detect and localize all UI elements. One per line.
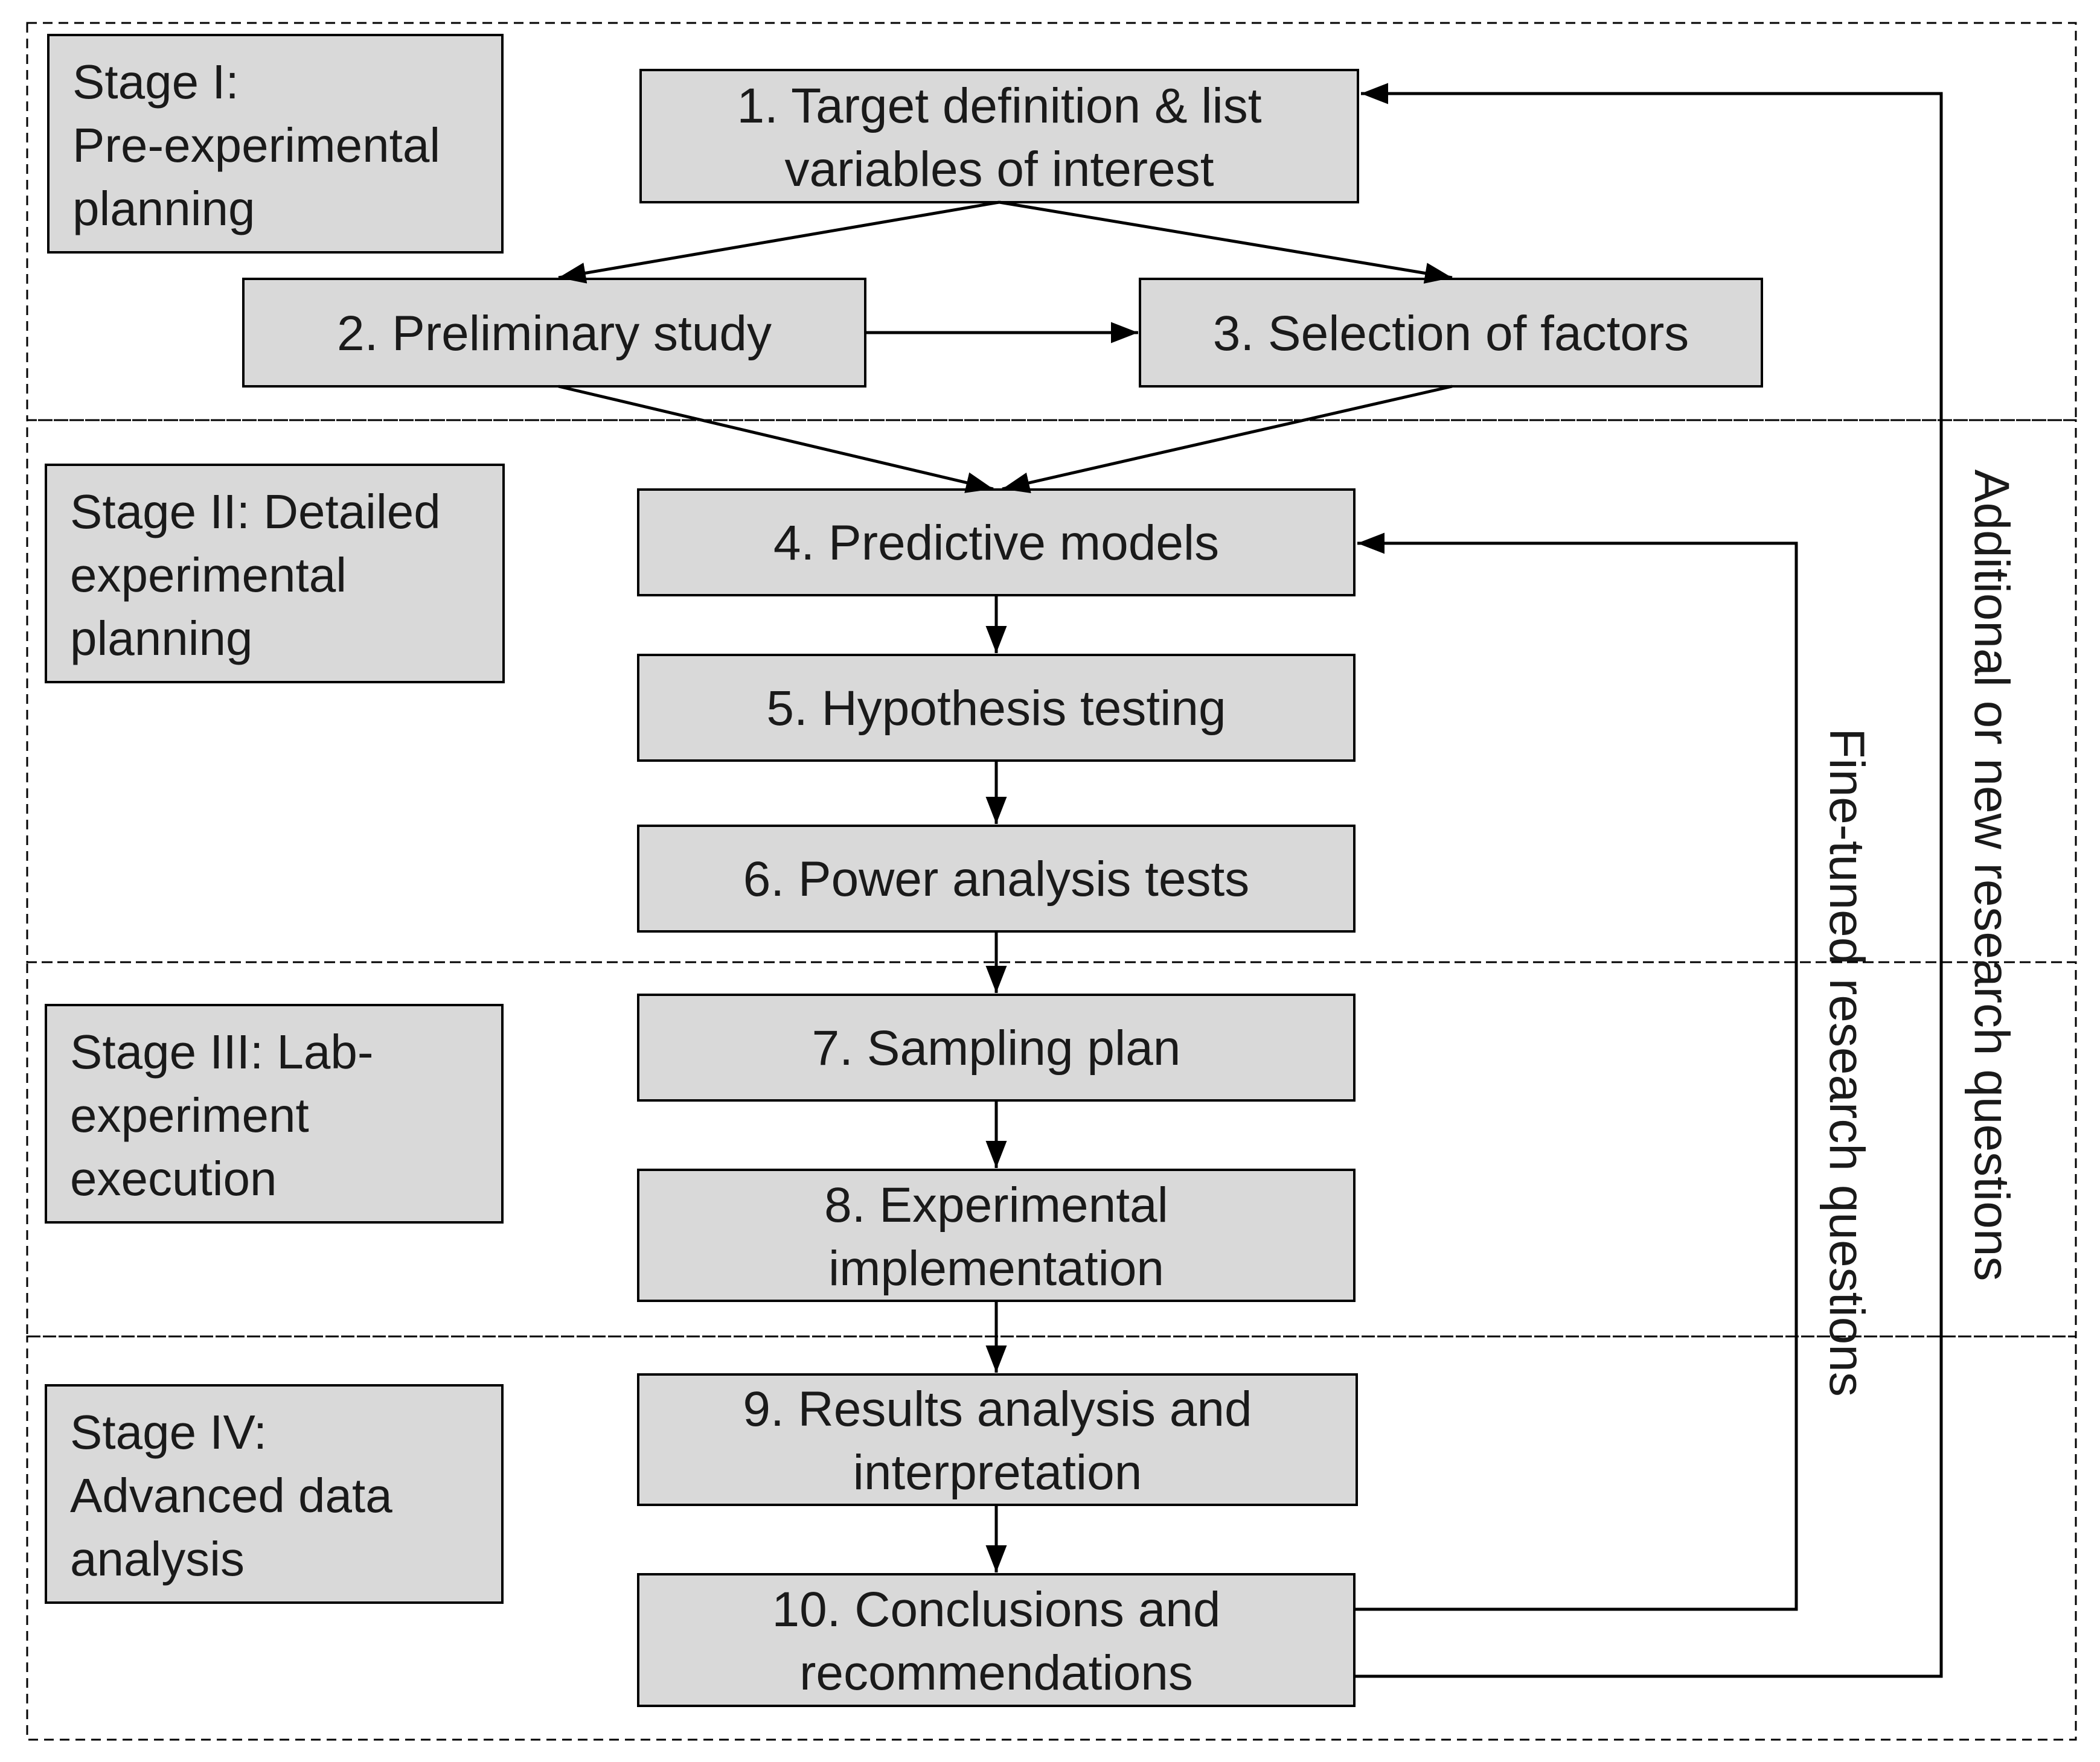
stage-2-label: Stage II: Detailed experimental planning (45, 464, 505, 683)
step-5-line-1: 5. Hypothesis testing (766, 681, 1226, 736)
step-1-box: 1. Target definition & list variables of… (639, 69, 1359, 203)
step-8-box: 8. Experimental implementation (637, 1169, 1356, 1302)
feedback-additional-arrow (1354, 83, 1943, 1678)
step-7-line-1: 7. Sampling plan (812, 1021, 1181, 1076)
stage-2-line-3: planning (70, 611, 253, 665)
step-3-line-1: 3. Selection of factors (1213, 306, 1689, 361)
arrow-2-to-4 (558, 385, 994, 493)
step-3-box: 3. Selection of factors (1139, 278, 1763, 388)
step-7-box: 7. Sampling plan (637, 994, 1356, 1102)
stage-1-label: Stage I: Pre-experimental planning (47, 34, 504, 254)
fine-tuned-label: Fine-tuned research questions (1819, 728, 1874, 1397)
stage-1-line-1: Stage I: (72, 55, 239, 109)
step-9-box: 9. Results analysis and interpretation (637, 1373, 1358, 1506)
stage-4-frame (26, 1335, 2077, 1741)
step-10-box: 10. Conclusions and recommendations (637, 1573, 1356, 1707)
stage-3-label: Stage III: Lab- experiment execution (45, 1004, 504, 1224)
step-4-box: 4. Predictive models (637, 488, 1356, 596)
stage-4-line-2: Advanced data (70, 1469, 392, 1522)
step-2-box: 2. Preliminary study (242, 278, 866, 388)
stage-4-label: Stage IV: Advanced data analysis (45, 1384, 504, 1604)
stage-4-line-3: analysis (70, 1532, 245, 1586)
step-4-line-1: 4. Predictive models (773, 516, 1219, 570)
arrow-1-to-3 (999, 200, 1453, 284)
stage-3-line-3: execution (70, 1152, 277, 1205)
stage-1-line-2: Pre-experimental (72, 118, 440, 172)
step-1-line-1: 1. Target definition & list (737, 78, 1261, 133)
step-1-line-2: variables of interest (784, 142, 1214, 197)
step-5-box: 5. Hypothesis testing (637, 654, 1356, 762)
stage-3-line-2: experiment (70, 1088, 309, 1142)
stage-3-line-1: Stage III: Lab- (70, 1025, 374, 1079)
step-9-line-1: 9. Results analysis and (743, 1382, 1252, 1437)
stage-2-line-2: experimental (70, 548, 347, 602)
step-6-box: 6. Power analysis tests (637, 825, 1356, 933)
stage-2-line-1: Stage II: Detailed (70, 485, 441, 538)
step-8-line-1: 8. Experimental (824, 1178, 1168, 1233)
additional-label: Additional or new research questions (1964, 470, 2019, 1282)
arrow-3-to-4 (1002, 385, 1453, 494)
step-10-line-1: 10. Conclusions and (772, 1582, 1220, 1637)
step-6-line-1: 6. Power analysis tests (743, 852, 1250, 907)
arrow-1-to-2 (558, 200, 1000, 284)
feedback-fine-tuned-arrow (1354, 532, 1798, 1611)
stage-1-line-3: planning (72, 182, 255, 235)
step-2-line-1: 2. Preliminary study (337, 306, 772, 361)
step-9-line-2: interpretation (853, 1445, 1142, 1500)
step-8-line-2: implementation (828, 1241, 1164, 1296)
stage-4-line-1: Stage IV: (70, 1405, 267, 1459)
step-10-line-2: recommendations (799, 1645, 1193, 1700)
